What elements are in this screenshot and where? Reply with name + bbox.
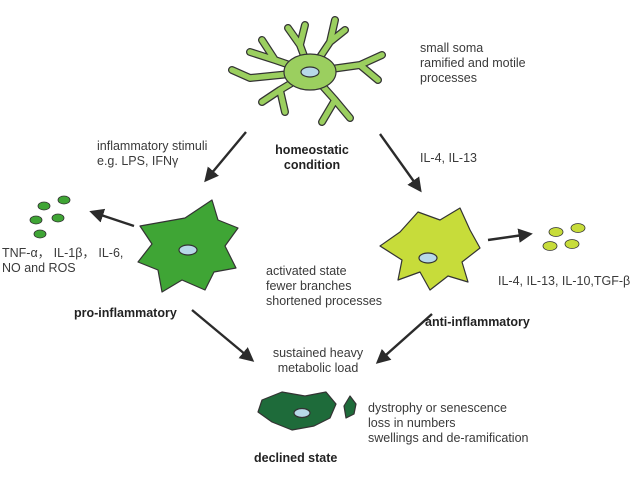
anti-inflammatory-secretes: IL-4, IL-13, IL-10,TGF-β <box>498 274 630 289</box>
arrow-homeostatic-to-pro <box>204 131 247 183</box>
pro-label-text: pro-inflammatory <box>74 306 177 320</box>
activated-line: shortened processes <box>266 294 383 308</box>
arrow-homeostatic-to-anti <box>379 133 422 193</box>
load-line: metabolic load <box>277 361 359 375</box>
pro-inflammatory-label: pro-inflammatory <box>74 306 177 321</box>
stimulus-line: inflammatory stimuli <box>97 139 208 153</box>
secretes-line: IL-4, IL-13, IL-10,TGF-β <box>498 274 631 288</box>
secretes-line: NO and ROS <box>2 261 76 275</box>
homeostatic-description-line: processes <box>420 71 477 85</box>
homeostatic-microglia-cell <box>228 16 386 126</box>
arrow-anti-to-declined <box>375 313 433 364</box>
homeostatic-nucleus <box>300 66 320 78</box>
anti-inflammatory-stimulus: IL-4, IL-13 <box>420 151 477 166</box>
stimulus-line: e.g. LPS, IFNγ <box>97 154 179 168</box>
declined-description-line: dystrophy or senescence <box>368 401 507 415</box>
stimulus-line: IL-4, IL-13 <box>420 151 477 165</box>
pro-inflammatory-stimulus: inflammatory stimuli e.g. LPS, IFNγ <box>97 139 207 169</box>
arrow-anti-to-vesicles <box>487 228 533 243</box>
homeostatic-label-line: condition <box>283 158 341 172</box>
arrow-pro-to-vesicles <box>89 208 135 228</box>
activated-line: fewer branches <box>266 279 352 293</box>
declined-label-text: declined state <box>254 451 338 465</box>
homeostatic-label-line: homeostatic <box>275 143 349 157</box>
anti-label-text: anti-inflammatory <box>425 315 530 329</box>
secretes-line: TNF-α， IL-1β， IL-6, <box>2 246 124 260</box>
declined-description-line: swellings and de-ramification <box>368 431 529 445</box>
anti-inflammatory-label: anti-inflammatory <box>425 315 530 330</box>
declined-description-line: loss in numbers <box>368 416 456 430</box>
activated-description: activated state fewer branches shortened… <box>266 264 382 309</box>
pro-inflammatory-microglia-cell <box>137 199 239 293</box>
pro-inflammatory-vesicles <box>29 195 71 239</box>
anti-inflammatory-microglia-cell <box>379 207 481 291</box>
homeostatic-description-line: ramified and motile <box>420 56 526 70</box>
arrow-pro-to-declined <box>191 309 255 362</box>
anti-inflammatory-vesicles <box>542 223 586 251</box>
pro-inflammatory-secretes: TNF-α， IL-1β， IL-6, NO and ROS <box>2 246 123 276</box>
declined-label: declined state <box>254 451 337 466</box>
homeostatic-label: homeostatic condition <box>262 143 362 173</box>
declined-description: dystrophy or senescence loss in numbers … <box>368 401 529 446</box>
homeostatic-description: small soma ramified and motile processes <box>420 41 526 86</box>
activated-line: activated state <box>266 264 347 278</box>
load-line: sustained heavy <box>272 346 364 360</box>
metabolic-load-label: sustained heavy metabolic load <box>258 346 378 376</box>
homeostatic-description-line: small soma <box>420 41 484 55</box>
declined-microglia-cell <box>257 391 357 431</box>
